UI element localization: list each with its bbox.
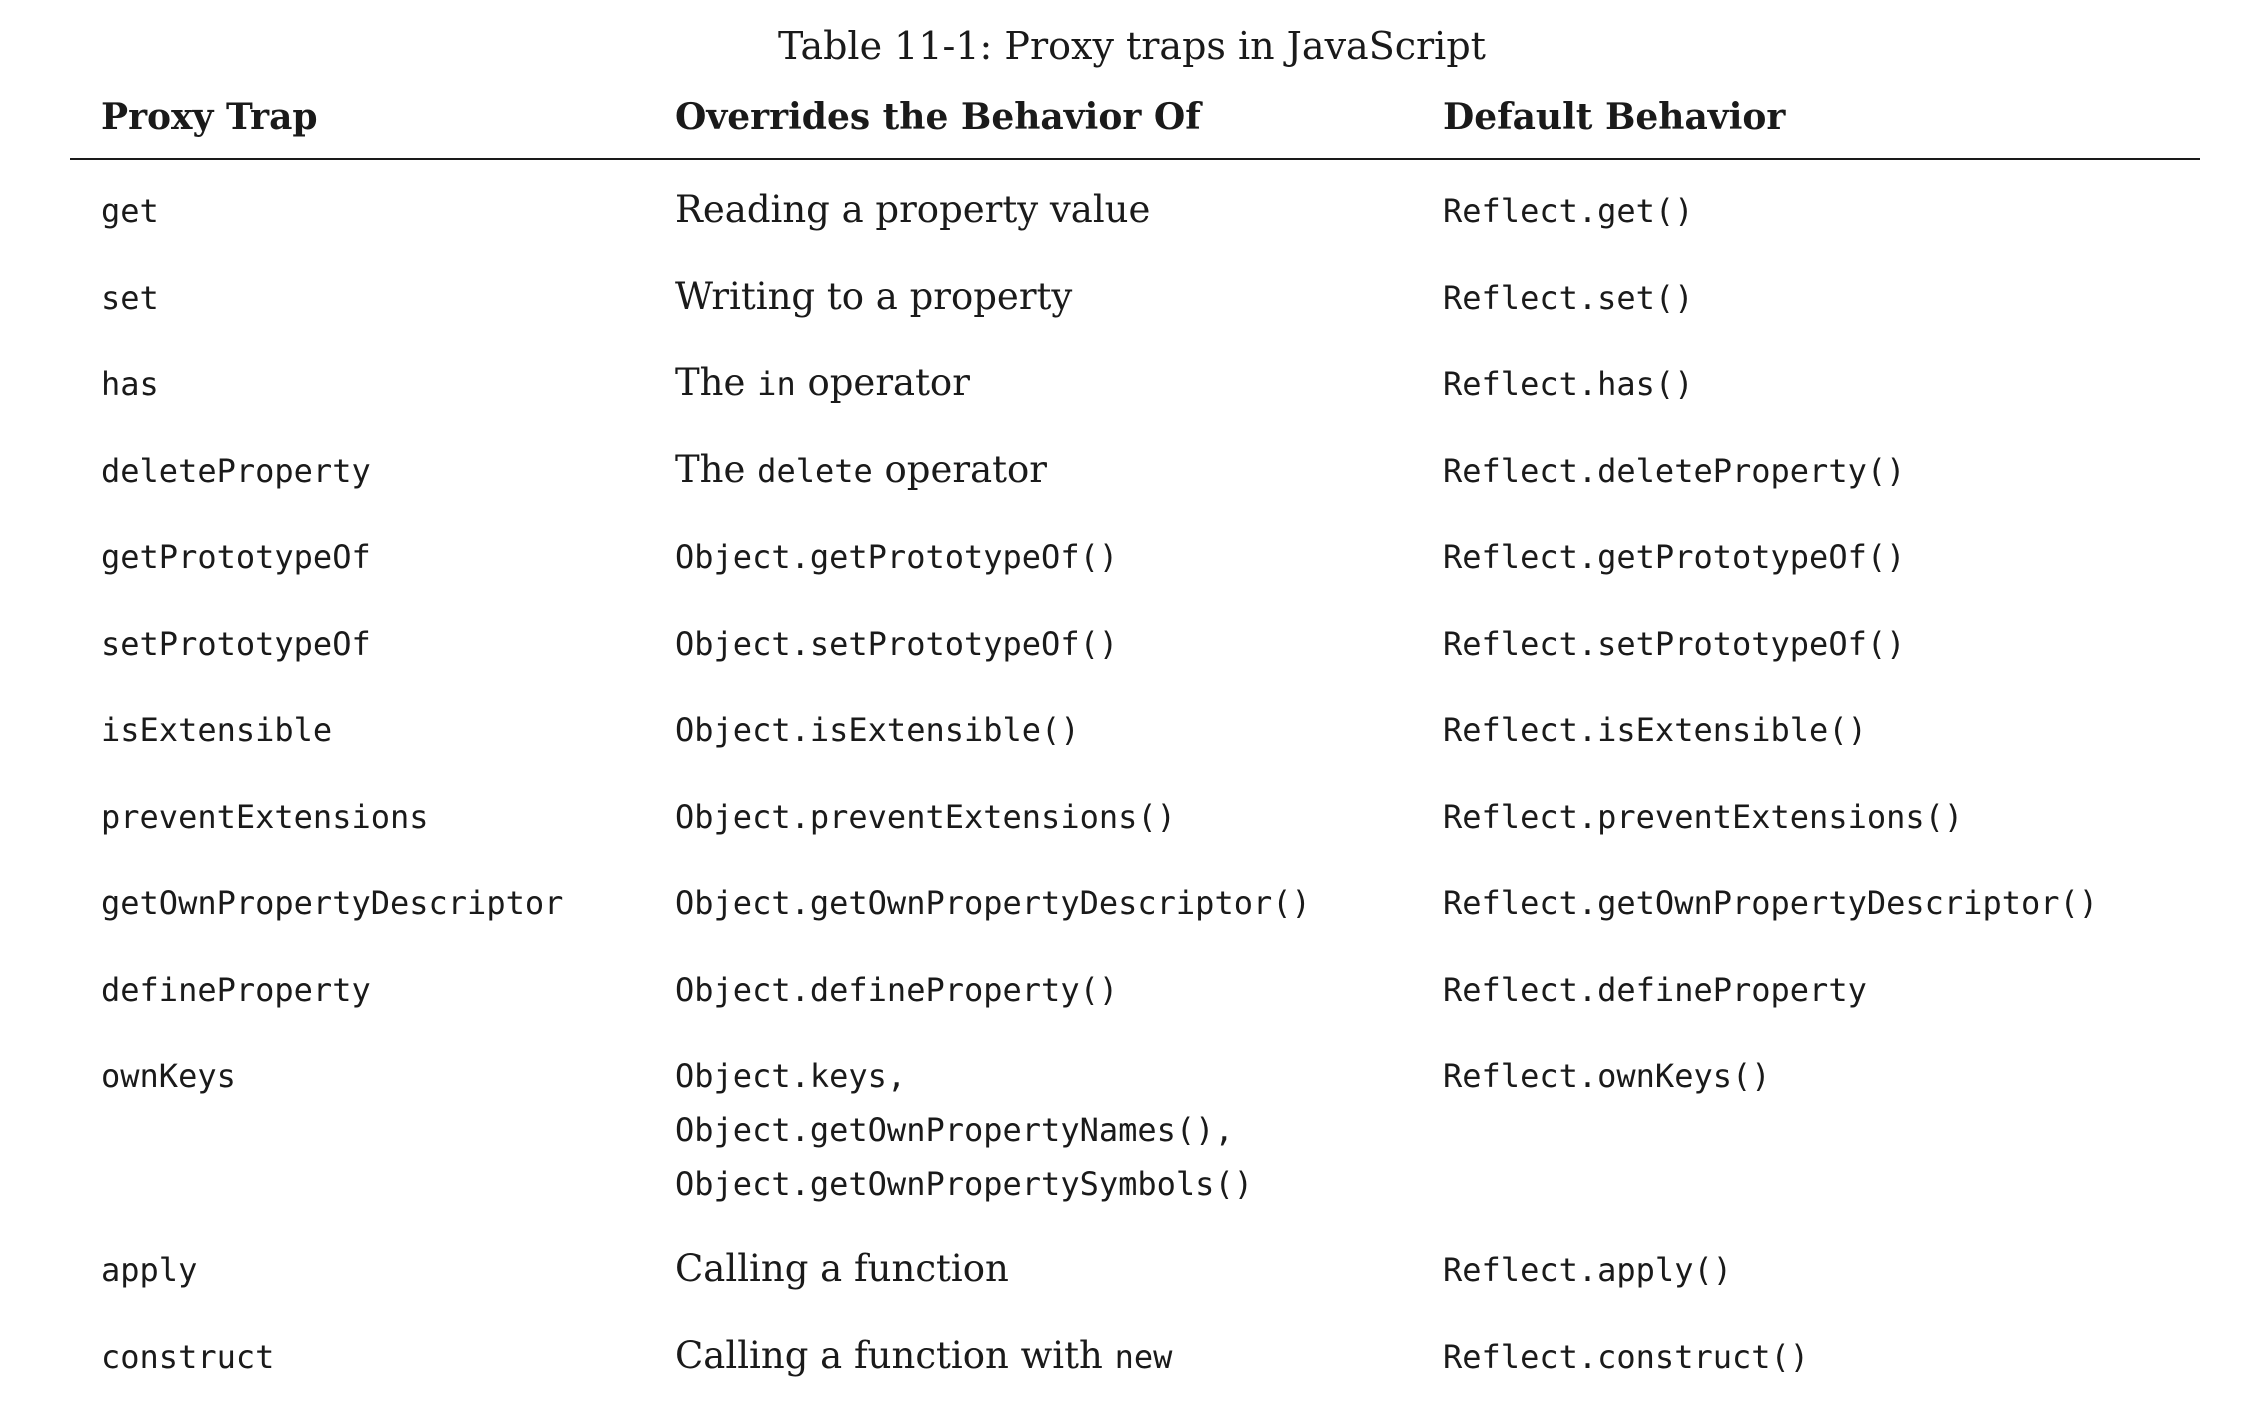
default-behavior: Reflect.setPrototypeOf()	[1443, 624, 1906, 663]
overrides-text: Object.setPrototypeOf()	[675, 624, 1119, 663]
overrides-text: Reading a property value	[675, 188, 1151, 231]
overrides-line: Object.getOwnPropertyNames(),	[675, 1111, 1234, 1149]
overrides-suffix: operator	[795, 361, 970, 404]
overrides-text: Calling a function with new	[675, 1330, 1172, 1383]
default-behavior: Reflect.isExtensible()	[1443, 711, 1867, 749]
overrides-text: The delete operator	[675, 444, 1047, 497]
overrides-text: Writing to a property	[675, 274, 1073, 318]
overrides-prefix: The	[675, 447, 758, 491]
overrides-text: Object.getOwnPropertyDescriptor()	[675, 884, 1311, 922]
proxy-traps-table: Proxy Trap Overrides the Behavior Of Def…	[70, 82, 2200, 1394]
default-behavior: Reflect.preventExtensions()	[1443, 797, 1964, 836]
default-behavior: Reflect.getOwnPropertyDescriptor()	[1443, 884, 2099, 922]
trap-name: ownKeys	[101, 1057, 236, 1095]
table-row: has The in operator Reflect.has()	[70, 335, 2200, 422]
table-row: deleteProperty The delete operator Refle…	[70, 422, 2200, 509]
trap-name: getOwnPropertyDescriptor	[101, 884, 564, 922]
default-behavior: Reflect.get()	[1443, 192, 1694, 230]
table-row: set Writing to a property Reflect.set()	[70, 249, 2200, 336]
header-default-behavior: Default Behavior	[1443, 96, 1786, 138]
table-row: construct Calling a function with new Re…	[70, 1308, 2200, 1395]
table-row: preventExtensions Object.preventExtensio…	[70, 768, 2200, 855]
table-row: setPrototypeOf Object.setPrototypeOf() R…	[70, 595, 2200, 682]
overrides-text: Object.preventExtensions()	[675, 797, 1176, 836]
trap-name: isExtensible	[101, 711, 333, 749]
table-caption: Table 11-1: Proxy traps in JavaScript	[778, 24, 1486, 68]
trap-name: getPrototypeOf	[101, 538, 371, 576]
default-behavior: Reflect.construct()	[1443, 1337, 1810, 1376]
overrides-text: Calling a function	[675, 1247, 1009, 1290]
trap-name: setPrototypeOf	[101, 624, 371, 663]
overrides-prefix: Calling a function with	[675, 1333, 1115, 1377]
table-row: getOwnPropertyDescriptor Object.getOwnPr…	[70, 854, 2200, 941]
trap-name: set	[101, 278, 159, 317]
default-behavior: Reflect.ownKeys()	[1443, 1057, 1771, 1095]
overrides-line: Object.getOwnPropertySymbols()	[675, 1165, 1253, 1203]
header-overrides: Overrides the Behavior Of	[675, 96, 1201, 138]
default-behavior: Reflect.set()	[1443, 278, 1694, 317]
overrides-suffix: operator	[872, 447, 1047, 491]
trap-name: has	[101, 365, 159, 403]
default-behavior: Reflect.getPrototypeOf()	[1443, 538, 1906, 576]
default-behavior: Reflect.defineProperty	[1443, 970, 1867, 1009]
default-behavior: Reflect.deleteProperty()	[1443, 451, 1906, 490]
trap-name: construct	[101, 1337, 275, 1376]
table-header-row: Proxy Trap Overrides the Behavior Of Def…	[70, 82, 2200, 160]
overrides-inline-code: new	[1114, 1337, 1173, 1376]
trap-name: preventExtensions	[101, 797, 429, 836]
table-row: get Reading a property value Reflect.get…	[70, 162, 2200, 249]
table-row: ownKeys Object.keys, Object.getOwnProper…	[70, 1027, 2200, 1221]
table-body: get Reading a property value Reflect.get…	[70, 160, 2200, 1394]
default-behavior: Reflect.has()	[1443, 365, 1694, 403]
trap-name: defineProperty	[101, 970, 371, 1009]
overrides-inline-code: delete	[757, 451, 873, 490]
table-row: apply Calling a function Reflect.apply()	[70, 1221, 2200, 1308]
overrides-text: Object.getPrototypeOf()	[675, 538, 1119, 576]
overrides-text: Object.keys, Object.getOwnPropertyNames(…	[675, 1049, 1253, 1211]
overrides-text: The in operator	[675, 357, 970, 410]
default-behavior: Reflect.apply()	[1443, 1251, 1732, 1289]
overrides-text: Object.defineProperty()	[675, 970, 1119, 1009]
table-row: getPrototypeOf Object.getPrototypeOf() R…	[70, 508, 2200, 595]
overrides-text: Object.isExtensible()	[675, 711, 1080, 749]
table-row: isExtensible Object.isExtensible() Refle…	[70, 681, 2200, 768]
trap-name: apply	[101, 1251, 198, 1289]
table-row: defineProperty Object.defineProperty() R…	[70, 941, 2200, 1028]
overrides-line: Object.keys,	[675, 1057, 907, 1095]
overrides-inline-code: in	[757, 365, 796, 403]
trap-name: deleteProperty	[101, 451, 371, 490]
trap-name: get	[101, 192, 159, 230]
overrides-prefix: The	[675, 361, 758, 404]
header-proxy-trap: Proxy Trap	[101, 96, 318, 138]
